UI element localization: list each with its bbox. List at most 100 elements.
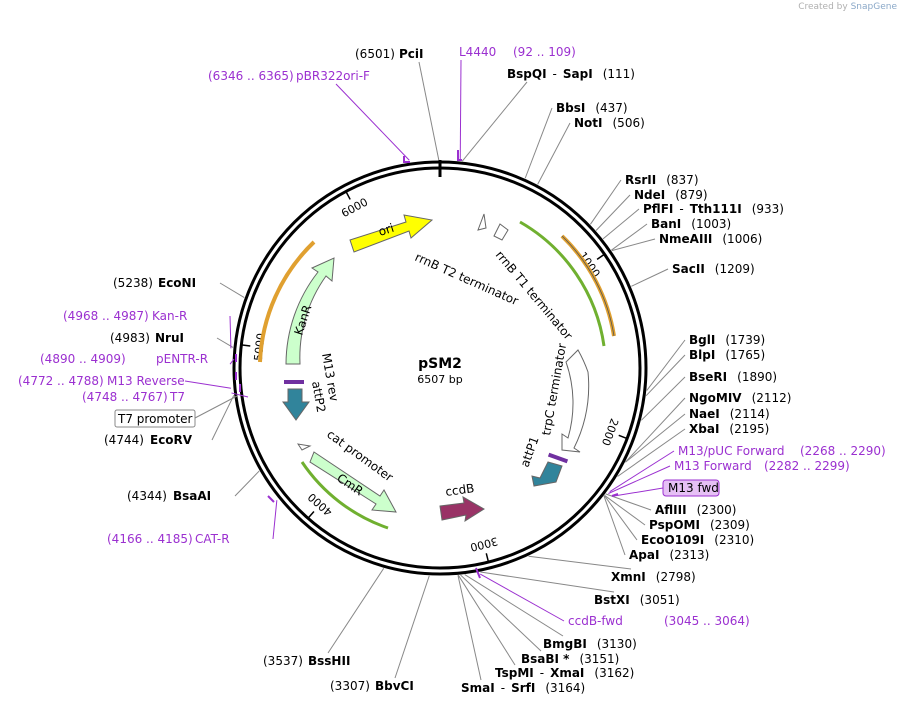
primer-site[interactable]: pBR322ori-F(6346 .. 6365) <box>208 69 370 83</box>
enzyme-leader <box>460 574 542 652</box>
enzyme-label: BanI(1003) <box>651 217 731 231</box>
pbr322ori-f-mark <box>403 156 410 163</box>
cmr-arc <box>300 461 389 530</box>
enzyme-leader <box>457 574 516 666</box>
enzyme-name-2: XmaI <box>550 666 584 680</box>
primer-site[interactable]: CAT-R(4166 .. 4185) <box>107 532 230 546</box>
enzyme-site[interactable]: NaeI(2114) <box>689 407 770 421</box>
m13-fwd-leader <box>613 487 664 497</box>
enzyme-leader <box>327 567 385 654</box>
enzyme-site[interactable]: (5238)EcoNI <box>113 276 196 290</box>
primer-site[interactable]: M13 Forward(2282 .. 2299) <box>674 459 850 473</box>
enzyme-label: EcoRV <box>150 433 193 447</box>
enzyme-site[interactable]: XmnI(2798) <box>611 570 696 584</box>
primer-site[interactable]: L4440(92 .. 109) <box>459 45 576 59</box>
enzyme-site[interactable]: XbaI (2195) <box>689 422 769 436</box>
enzyme-position: (3130) <box>597 637 637 651</box>
enzyme-position: (4744) <box>104 433 144 447</box>
attp1-feature[interactable] <box>531 461 563 487</box>
enzyme-position: (3162) <box>594 666 634 680</box>
primer-site[interactable]: Kan-R(4968 .. 4987) <box>63 309 187 323</box>
enzyme-label: NmeAIII(1006) <box>659 232 762 246</box>
ccdb-feature[interactable] <box>439 496 485 523</box>
enzyme-site[interactable]: PspOMI(2309) <box>649 518 750 532</box>
cat-r-mark <box>267 495 275 503</box>
enzyme-site[interactable]: BseRI(1890) <box>689 370 777 384</box>
primer-site[interactable]: ccdB-fwd(3045 .. 3064) <box>568 614 750 628</box>
primer-site[interactable]: M13 Reverse(4772 .. 4788) <box>18 374 185 388</box>
t7-promoter-box[interactable] <box>114 409 196 428</box>
m13-fwd-label: M13 fwd <box>668 481 719 495</box>
enzyme-name: NgoMIV <box>689 391 742 405</box>
enzyme-site[interactable]: NmeAIII(1006) <box>659 232 762 246</box>
enzyme-site[interactable]: NdeI(879) <box>634 188 708 202</box>
enzyme-name: BsaBI * <box>521 652 570 666</box>
enzyme-site[interactable]: BanI(1003) <box>651 217 731 231</box>
enzyme-name: XbaI <box>689 422 719 436</box>
t7-promoter-label: T7 promoter <box>117 412 193 426</box>
enzyme-site[interactable]: BbsI(437) <box>556 101 628 115</box>
rrnb-t1-feature[interactable] <box>493 223 509 241</box>
enzyme-name: BspQI <box>507 67 547 81</box>
enzyme-site[interactable]: ApaI(2313) <box>629 548 709 562</box>
enzyme-site[interactable]: EcoO109I(2310) <box>641 533 754 547</box>
enzyme-leader <box>524 107 553 179</box>
enzyme-name: BbsI <box>556 101 585 115</box>
enzyme-label: ApaI(2313) <box>629 548 709 562</box>
enzyme-site[interactable]: (3537)BssHII <box>263 654 350 668</box>
primer-range: (4772 .. 4788) <box>18 374 104 388</box>
enzyme-site[interactable]: AflIII(2300) <box>655 503 736 517</box>
enzyme-label: BssHII <box>308 654 350 668</box>
trpc-terminator-feature[interactable] <box>561 349 590 453</box>
rrnb-t2-feature[interactable] <box>477 213 487 231</box>
kanr-label: KanR <box>292 303 315 337</box>
snapgene-logo: SnapGene <box>850 2 897 12</box>
enzyme-site[interactable]: (4744) EcoRV <box>104 433 193 447</box>
enzyme-name: BanI <box>651 217 681 231</box>
enzyme-name-2: SrfI <box>511 681 535 695</box>
primer-site[interactable]: pENTR-R(4890 .. 4909) <box>40 352 208 366</box>
enzyme-leader <box>625 413 686 463</box>
enzyme-site[interactable]: BspQI-SapI(111) <box>507 67 635 81</box>
primer-site[interactable]: M13/pUC Forward(2268 .. 2290) <box>678 444 886 458</box>
enzyme-site[interactable]: NgoMIV(2112) <box>689 391 791 405</box>
enzyme-site[interactable]: RsrII(837) <box>625 173 699 187</box>
enzyme-site[interactable]: SacII(1209) <box>672 262 755 276</box>
m13-fwd-box[interactable] <box>662 479 720 497</box>
branding: Created by SnapGene <box>798 2 897 12</box>
ori-feature[interactable] <box>349 214 434 253</box>
enzyme-site[interactable]: (4344)BsaAI <box>127 489 211 503</box>
enzyme-leader <box>464 574 564 637</box>
cat-promoter-feature[interactable] <box>296 443 312 451</box>
enzyme-site[interactable]: SmaI-SrfI(3164) <box>461 681 585 695</box>
enzyme-label: PspOMI(2309) <box>649 518 750 532</box>
enzyme-site[interactable]: BglI(1739) <box>689 333 765 347</box>
enzyme-site[interactable]: BsaBI *(3151) <box>521 652 619 666</box>
kanr-feature[interactable] <box>285 257 335 365</box>
attp2-feature[interactable] <box>282 388 310 421</box>
enzyme-label: XmnI(2798) <box>611 570 696 584</box>
tick-2000 <box>618 434 628 440</box>
enzyme-site[interactable]: (6501)PciI <box>355 47 424 61</box>
enzyme-site[interactable]: PflFI-Tth111I(933) <box>643 202 784 216</box>
enzyme-name: BbvCI <box>375 679 414 693</box>
primer-site[interactable]: T7(4748 .. 4767) <box>82 390 185 404</box>
plasmid-length: 6507 bp <box>417 373 462 386</box>
cmr-feature[interactable] <box>309 451 397 513</box>
enzyme-leader <box>603 495 626 556</box>
enzyme-leader <box>211 395 235 441</box>
enzyme-site[interactable]: BlpI(1765) <box>689 348 765 362</box>
enzyme-label: SmaI-SrfI(3164) <box>461 681 585 695</box>
enzyme-site[interactable]: (3307)BbvCI <box>330 679 414 693</box>
enzyme-position: (2313) <box>669 548 709 562</box>
origin-arc-right-outline <box>561 235 615 337</box>
tick-6000 <box>345 191 351 200</box>
tick-5000 <box>241 344 251 347</box>
enzyme-site[interactable]: (4983)NruI <box>110 331 184 345</box>
enzyme-position: (2195) <box>729 422 769 436</box>
enzyme-site[interactable]: BmgBI(3130) <box>543 637 637 651</box>
enzyme-site[interactable]: TspMI-XmaI(3162) <box>495 666 634 680</box>
enzyme-leader <box>394 575 430 679</box>
enzyme-site[interactable]: NotI(506) <box>574 116 645 130</box>
enzyme-site[interactable]: BstXI(3051) <box>594 593 680 607</box>
